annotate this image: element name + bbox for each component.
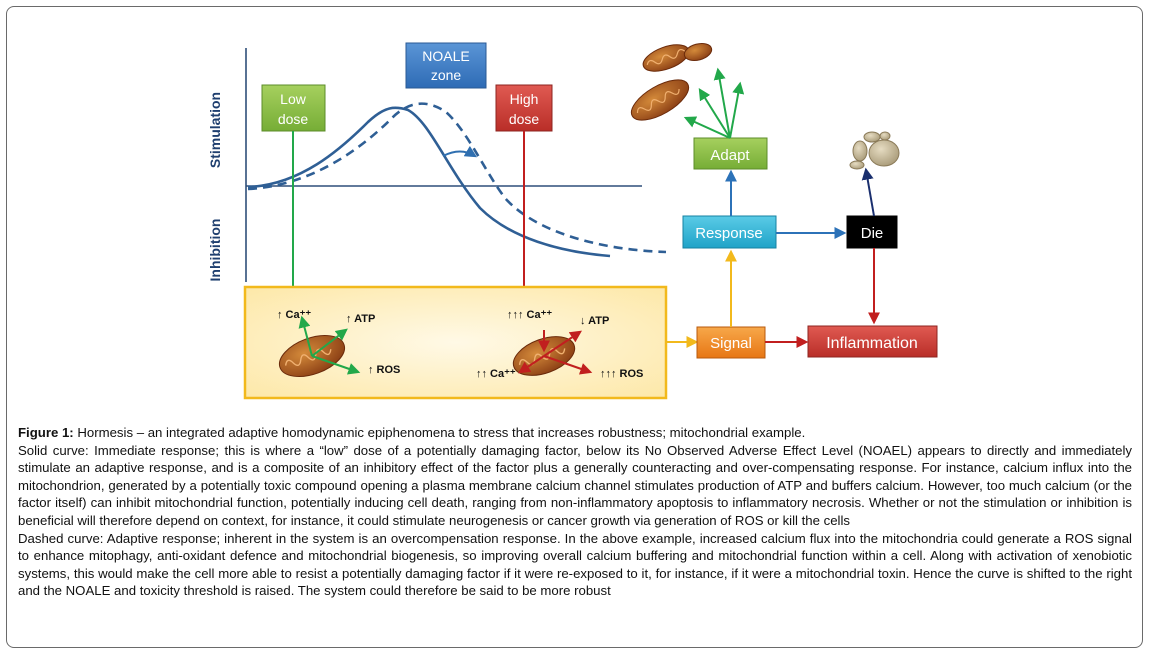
right-ca-bottom-label: ↑↑ Ca⁺⁺ [476,368,516,380]
noale-line-2: zone [431,67,462,83]
left-ca-label: ↑ Ca⁺⁺ [277,309,311,321]
left-atp-label: ↑ ATP [346,313,375,325]
right-ca-out-arrow [518,355,545,374]
high-dose-box: High dose [495,84,553,132]
noale-zone-box: NOALE zone [405,42,487,89]
die-to-cell-arrow [861,167,875,217]
figure-label: Figure 1: [18,425,74,440]
noale-line-1: NOALE [422,48,469,64]
response-label: Response [695,225,763,242]
caption-solid-curve: Solid curve: Immediate response; this is… [18,442,1132,528]
right-atp-arrow [543,330,582,357]
adapt-arrow-2 [698,87,731,139]
right-ros-arrow [543,355,593,375]
signal-box: Signal [696,326,766,359]
right-ros-label: ↑↑↑ ROS [600,368,643,380]
figure-caption: Figure 1: Hormesis – an integrated adapt… [18,424,1132,600]
solid-curve [247,106,611,258]
inhibition-label: Inhibition [207,219,223,282]
left-ros-label: ↑ ROS [368,364,400,376]
right-atp-label: ↓ ATP [580,315,609,327]
left-atp-arrow [311,328,348,357]
adapt-arrow-1 [683,116,731,139]
inflammation-label: Inflammation [826,335,918,352]
hormesis-diagram: Stimulation Inhibition NOALE zone Low do… [207,42,938,400]
adapt-label: Adapt [710,147,750,164]
stimulation-label: Stimulation [207,92,223,168]
adapt-box: Adapt [693,137,768,170]
low-dose-line-2: dose [278,111,309,127]
high-dose-line-1: High [510,91,539,107]
dying-cell-icon [849,131,900,170]
left-ros-arrow [311,355,361,375]
caption-title: Figure 1: Hormesis – an integrated adapt… [18,424,1132,442]
adapt-arrow-3 [713,67,731,139]
adapt-arrow-4 [729,81,745,139]
dashed-curve [247,102,667,254]
low-dose-box: Low dose [261,84,326,132]
left-ca-arrow [298,315,313,357]
high-dose-line-2: dose [509,111,540,127]
signal-label: Signal [710,335,752,352]
figure-title: Hormesis – an integrated adaptive homody… [73,425,806,440]
inflammation-box: Inflammation [807,325,938,358]
right-ca-top-label: ↑↑↑ Ca⁺⁺ [507,309,552,321]
shift-arrow [442,145,478,158]
low-dose-line-1: Low [280,91,307,107]
mitochondria-cluster-icon [630,42,713,121]
die-label: Die [861,225,884,242]
die-box: Die [846,215,898,249]
response-box: Response [682,215,777,249]
caption-dashed-curve: Dashed curve: Adaptive response; inheren… [18,530,1132,599]
